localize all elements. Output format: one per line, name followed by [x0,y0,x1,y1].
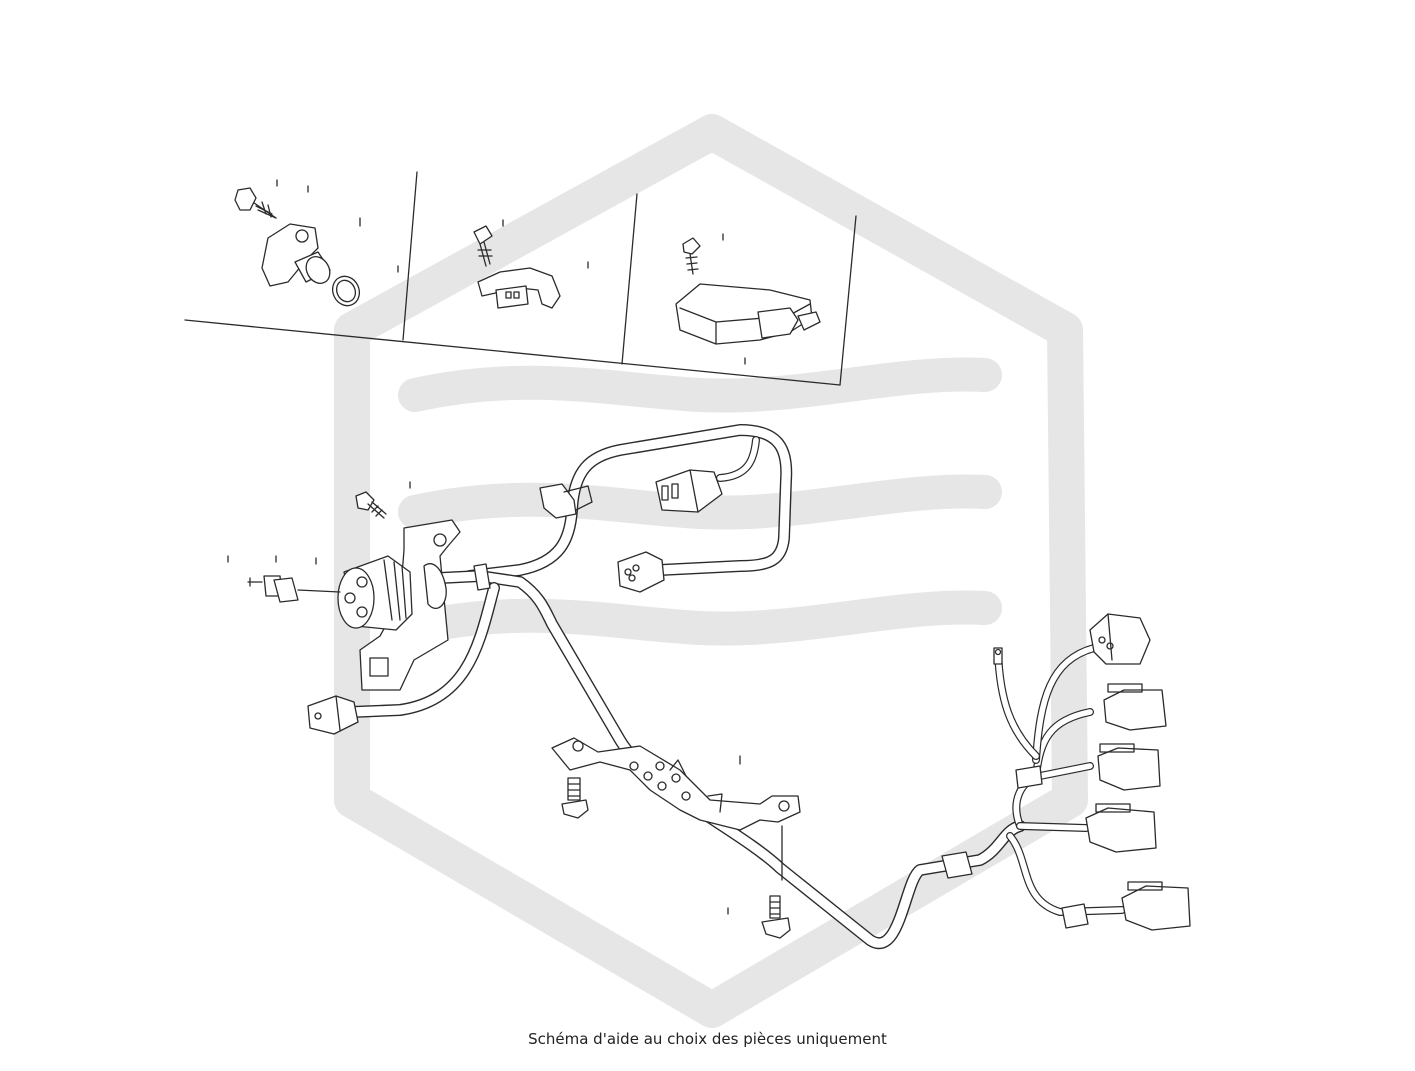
inset-panel-lines [184,171,857,386]
harness-clip [539,483,593,519]
leader-lines [227,179,783,915]
sensor-part-1 [234,187,361,307]
left-motor-assembly [337,519,461,691]
harness-upper-loop [464,424,793,582]
plug-left [247,575,341,603]
bolt-lower-2 [761,895,791,939]
harness-clip-lower [941,765,1089,929]
watermark-logo [334,114,1088,1028]
harness-main-trunk [346,570,1026,949]
bracket-part-2 [473,225,561,309]
connector-right-3 [1097,743,1161,791]
control-module-part-3 [675,237,821,345]
connector-upper-1 [655,469,723,513]
diagram-caption: Schéma d'aide au choix des pièces unique… [528,1030,887,1048]
connector-right-4 [1085,803,1157,853]
connector-right-2 [1103,683,1167,731]
connector-lower-left [307,695,359,735]
connector-right-1 [1089,613,1151,665]
mounting-plate [551,737,801,831]
connector-upper-2 [617,551,665,593]
bolt-lower-1 [561,777,589,819]
harness-splice [473,563,491,591]
ring-terminal [993,647,1003,665]
connector-right-5 [1121,881,1191,931]
bolt-upper-left [355,491,387,519]
